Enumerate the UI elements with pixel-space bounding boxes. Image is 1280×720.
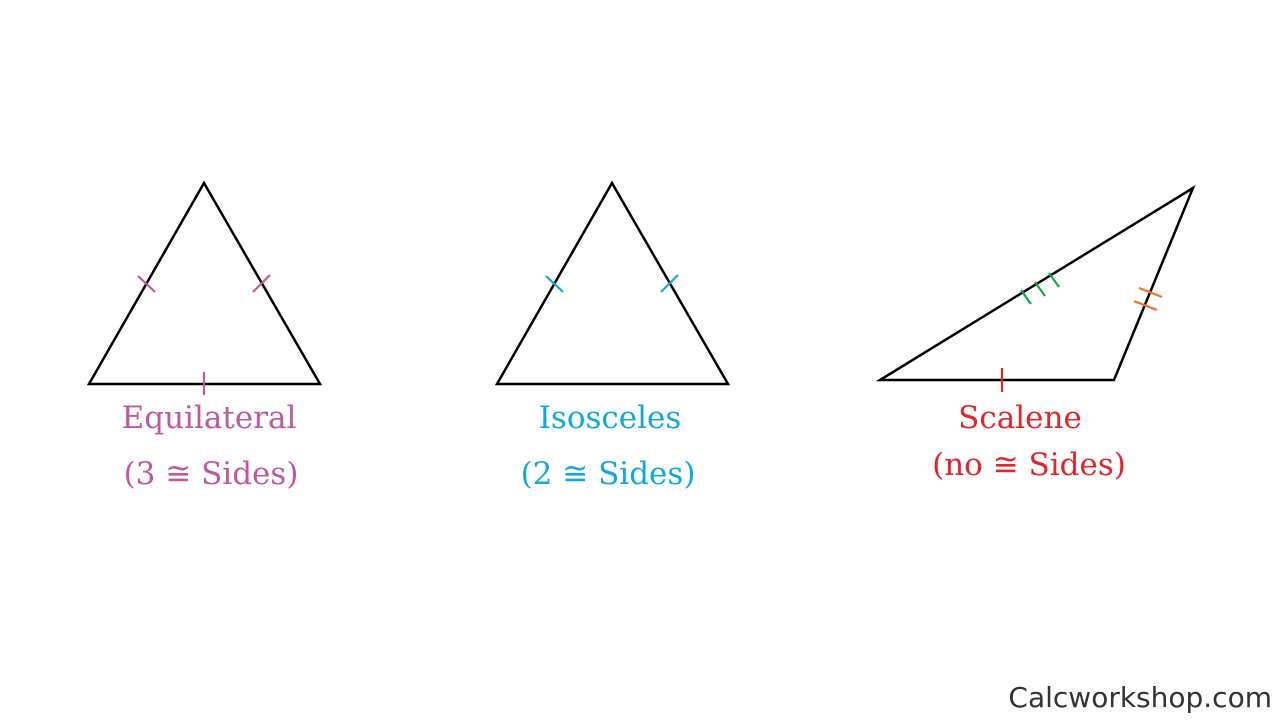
scalene-top-tick-3 bbox=[1048, 272, 1060, 288]
scalene-right-tick-1 bbox=[1138, 286, 1163, 299]
scalene-right-tick-2 bbox=[1133, 299, 1158, 312]
isosceles-triangle bbox=[494, 180, 731, 386]
scalene-triangle-group: Scalene (no ≅ Sides) bbox=[875, 184, 1196, 483]
isosceles-right-tick bbox=[660, 274, 679, 293]
scalene-label: Scalene bbox=[958, 400, 1082, 436]
isosceles-label: Isosceles bbox=[539, 400, 682, 436]
isosceles-left-tick bbox=[545, 275, 564, 293]
scalene-top-tick-1 bbox=[1020, 289, 1032, 305]
equilateral-triangle-group: Equilateral (3 ≅ Sides) bbox=[86, 180, 323, 492]
site-watermark: Calcworkshop.com bbox=[1008, 681, 1272, 714]
scalene-subtitle: (no ≅ Sides) bbox=[932, 447, 1126, 483]
equilateral-label: Equilateral bbox=[122, 400, 297, 436]
equilateral-left-tick bbox=[137, 275, 156, 293]
scalene-top-tick-2 bbox=[1034, 281, 1046, 297]
equilateral-triangle bbox=[86, 180, 323, 386]
equilateral-right-tick bbox=[252, 274, 271, 293]
isosceles-subtitle: (2 ≅ Sides) bbox=[521, 456, 696, 492]
isosceles-triangle-group: Isosceles (2 ≅ Sides) bbox=[494, 180, 731, 492]
equilateral-subtitle: (3 ≅ Sides) bbox=[124, 456, 299, 492]
